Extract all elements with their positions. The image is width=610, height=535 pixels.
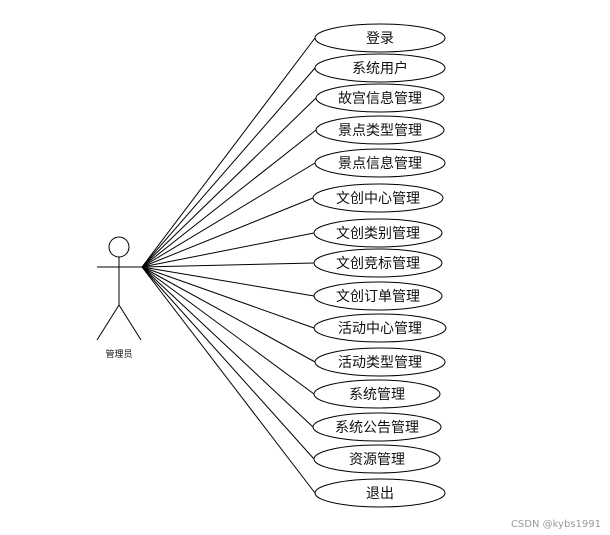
use-case-ellipse: [312, 412, 442, 442]
use-case-ellipse: [315, 83, 445, 113]
use-case-ellipse: [314, 53, 446, 83]
association-line: [141, 232, 315, 268]
use-case-label: 活动类型管理: [338, 355, 422, 371]
association-line: [141, 67, 316, 268]
use-case-label: 文创类别管理: [336, 226, 420, 242]
use-case: 系统公告管理: [312, 412, 442, 442]
actor-right-leg: [118, 304, 142, 341]
use-case-label: 文创订单管理: [336, 289, 420, 305]
association-line: [141, 266, 315, 297]
use-case-ellipse: [314, 347, 446, 377]
association-line: [141, 37, 316, 268]
actor: 管理员: [96, 236, 142, 360]
use-case: 景点类型管理: [315, 115, 445, 145]
association-line: [141, 129, 317, 268]
use-case-ellipse: [313, 218, 443, 248]
use-case-label: 系统公告管理: [335, 420, 419, 436]
use-case-ellipse: [313, 248, 443, 278]
use-case-ellipse: [314, 148, 446, 178]
actor-left-leg: [96, 304, 120, 341]
use-case: 文创订单管理: [313, 281, 443, 311]
use-case: 文创中心管理: [312, 183, 444, 213]
association-line: [141, 266, 314, 428]
association-line: [141, 266, 316, 494]
association-lines: [141, 37, 317, 494]
actor-head: [108, 236, 130, 258]
use-case-label: 景点类型管理: [338, 123, 422, 139]
use-cases: 登录系统用户故宫信息管理景点类型管理景点信息管理文创中心管理文创类别管理文创竞标…: [312, 23, 447, 508]
use-case-label: 文创中心管理: [336, 191, 420, 207]
use-case-label: 资源管理: [349, 452, 405, 468]
use-case-ellipse: [313, 444, 441, 474]
association-line: [141, 162, 316, 268]
use-case-ellipse: [313, 281, 443, 311]
use-case-ellipse: [315, 115, 445, 145]
watermark: CSDN @kybs1991: [511, 519, 601, 530]
use-case-label: 景点信息管理: [338, 155, 422, 172]
association-line: [141, 266, 315, 395]
use-case: 文创类别管理: [313, 218, 443, 248]
use-case-label: 系统管理: [349, 387, 405, 403]
use-case-label: 活动中心管理: [338, 321, 422, 337]
use-case: 系统用户: [314, 53, 446, 83]
use-case: 故宫信息管理: [315, 83, 445, 113]
use-case-ellipse: [313, 313, 447, 343]
use-case: 活动类型管理: [314, 347, 446, 377]
association-line: [141, 97, 317, 268]
use-case: 活动中心管理: [313, 313, 447, 343]
association-line: [141, 266, 315, 460]
use-case: 资源管理: [313, 444, 441, 474]
use-case-ellipse: [314, 478, 446, 508]
use-case-label: 故宫信息管理: [338, 90, 422, 107]
use-case: 景点信息管理: [314, 148, 446, 178]
use-case: 系统管理: [313, 379, 441, 409]
association-line: [141, 266, 316, 363]
use-case-label: 登录: [366, 31, 394, 47]
actor-label: 管理员: [105, 348, 132, 360]
association-line: [141, 262, 315, 268]
association-line: [141, 266, 315, 329]
use-case-label: 退出: [366, 486, 394, 502]
use-case-label: 系统用户: [352, 60, 408, 77]
use-case: 退出: [314, 478, 446, 508]
use-case: 文创竞标管理: [313, 248, 443, 278]
use-case-ellipse: [314, 23, 446, 53]
use-case-ellipse: [312, 183, 444, 213]
use-case-label: 文创竞标管理: [336, 255, 420, 272]
use-case-ellipse: [313, 379, 441, 409]
use-case: 登录: [314, 23, 446, 53]
association-line: [141, 197, 314, 268]
